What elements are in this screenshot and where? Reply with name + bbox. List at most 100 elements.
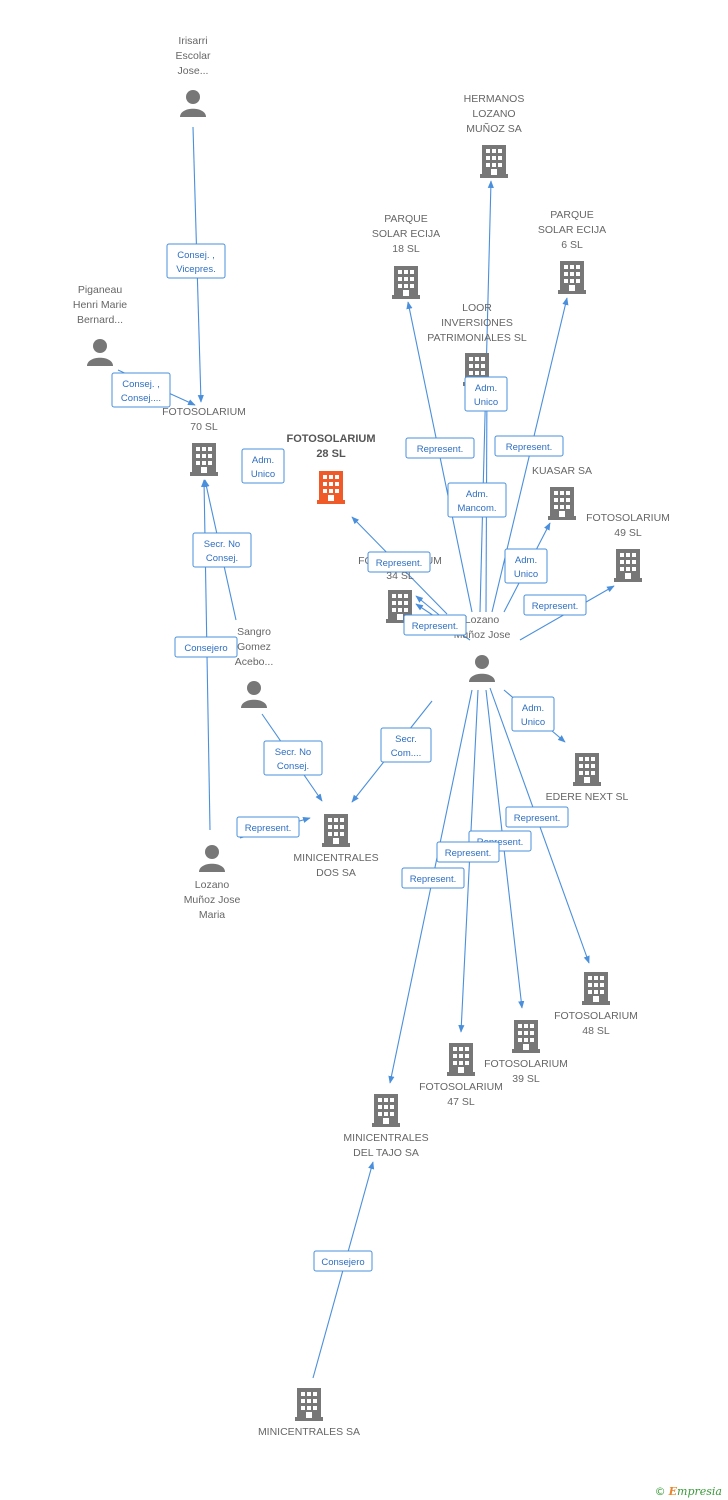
edge-label-text: Adm.	[522, 703, 544, 714]
node-label: Piganeau	[78, 284, 123, 296]
edge-label-box	[166, 243, 226, 279]
node-label: 6 SL	[561, 239, 583, 251]
edge-label-lozano_jose-to-parque6[interactable]: Represent.	[494, 435, 564, 457]
node-label: 34 SL	[386, 570, 414, 582]
edge-label-box	[313, 1250, 373, 1272]
edge-label-text: Secr. No	[275, 747, 311, 758]
node-irisarri[interactable]: IrisarriEscolarJose...	[175, 35, 211, 117]
node-label: Sangro	[237, 626, 271, 638]
edge-label-lozano_jose-to-parque18[interactable]: Represent.	[405, 437, 475, 459]
edge-label-text: Represent.	[376, 558, 422, 569]
edge-label-text: Represent.	[412, 621, 458, 632]
node-label: Lozano	[195, 879, 230, 891]
edge-label-text: Secr.	[395, 734, 417, 745]
edge-label-box	[367, 551, 431, 573]
edge-label-lozano_jose-to-hermanos[interactable]: Adm.Mancom.	[447, 482, 507, 518]
edge-label-box	[447, 482, 507, 518]
node-edere[interactable]: EDERE NEXT SL	[546, 753, 629, 803]
building-icon	[322, 814, 350, 847]
edge-label-lozano_jose-to-foto49[interactable]: Represent.	[523, 594, 587, 616]
node-label: LOZANO	[472, 108, 515, 120]
building-icon	[558, 261, 586, 294]
edge-label-lozano_jose-to-loor[interactable]: Adm.Unico	[464, 376, 508, 412]
edge-label-lozano_jose-to-foto28[interactable]: Adm.Unico	[241, 448, 285, 484]
building-icon	[582, 972, 610, 1005]
edge-label-box	[236, 816, 300, 838]
edge-label-lozano_jose-to-foto34[interactable]: Represent.	[403, 614, 467, 636]
edge-label-lozano_jose-to-kuasar[interactable]: Adm.Unico	[504, 548, 548, 584]
node-label: FOTOSOLARIUM	[484, 1058, 568, 1070]
node-label: Lozano	[465, 614, 500, 626]
edge-label-lozano_jose-to-minidos[interactable]: Secr.Com....	[380, 727, 432, 763]
edge-label-box	[504, 548, 548, 584]
edge-label-lozano_jose-to-foto48[interactable]: Represent.	[505, 806, 569, 828]
edge-label-lozano_jose-to-minitajo[interactable]: Represent.	[401, 867, 465, 889]
brand-name: mpresia	[677, 1485, 722, 1498]
edge-label-text: Unico	[514, 569, 538, 580]
node-label: Escolar	[175, 50, 211, 62]
node-minidos[interactable]: MINICENTRALES DOS SA	[293, 814, 379, 879]
building-icon	[480, 145, 508, 178]
node-label: KUASAR SA	[532, 465, 592, 477]
building-icon	[295, 1388, 323, 1421]
edge-label-box	[403, 614, 467, 636]
node-label: SOLAR ECIJA	[372, 228, 440, 240]
edge-label-text: Consej....	[121, 393, 161, 404]
edge-label-box	[241, 448, 285, 484]
edge-label-lozano_maria-to-foto70[interactable]: Consejero	[174, 636, 238, 658]
node-label: PARQUE	[384, 213, 428, 225]
node-sangro[interactable]: SangroGomezAcebo...	[235, 626, 274, 708]
person-icon	[469, 655, 495, 682]
edge-label-irisarri-to-foto70[interactable]: Consej. ,Vicepres.	[166, 243, 226, 279]
edge-label-text: Secr. No	[204, 539, 240, 550]
edge-label-box	[494, 435, 564, 457]
edge-label-text: Consej. ,	[177, 250, 215, 261]
node-kuasar[interactable]: KUASAR SA	[532, 465, 592, 520]
edge-label-text: Represent.	[245, 823, 291, 834]
edge-label-box	[380, 727, 432, 763]
building-icon	[573, 753, 601, 786]
node-label: Gomez	[237, 641, 271, 653]
edge-label-lozano_maria-to-minidos[interactable]: Represent.	[236, 816, 300, 838]
edge-label-box	[405, 437, 475, 459]
brand-watermark[interactable]: ©Empresia	[655, 1485, 722, 1498]
edge-label-lozano_jose-to-foto47[interactable]: Represent.	[436, 841, 500, 863]
building-icon	[372, 1094, 400, 1127]
node-label: MINICENTRALES	[343, 1132, 428, 1144]
person-icon	[199, 845, 225, 872]
building-icon	[392, 266, 420, 299]
edge-label-box	[401, 867, 465, 889]
edge-label-box	[505, 806, 569, 828]
brand-initial: E	[668, 1485, 678, 1498]
person-icon	[87, 339, 113, 366]
edge-label-piganeau-to-foto70[interactable]: Consej. ,Consej....	[111, 372, 171, 408]
node-label: DOS SA	[316, 867, 356, 879]
edge-label-minisa-to-minitajo[interactable]: Consejero	[313, 1250, 373, 1272]
edge-label-lozano_jose-to-edere[interactable]: Adm.Unico	[511, 696, 555, 732]
node-label: 47 SL	[447, 1096, 475, 1108]
node-label: EDERE NEXT SL	[546, 791, 629, 803]
edge-label-lozano_jose-to-foto34[interactable]: Represent.	[367, 551, 431, 573]
node-label: MINICENTRALES	[293, 852, 378, 864]
edge-label-box	[192, 532, 252, 568]
person-icon	[241, 681, 267, 708]
node-label: MINICENTRALES SA	[258, 1426, 360, 1438]
node-minisa[interactable]: MINICENTRALES SA	[258, 1388, 360, 1438]
